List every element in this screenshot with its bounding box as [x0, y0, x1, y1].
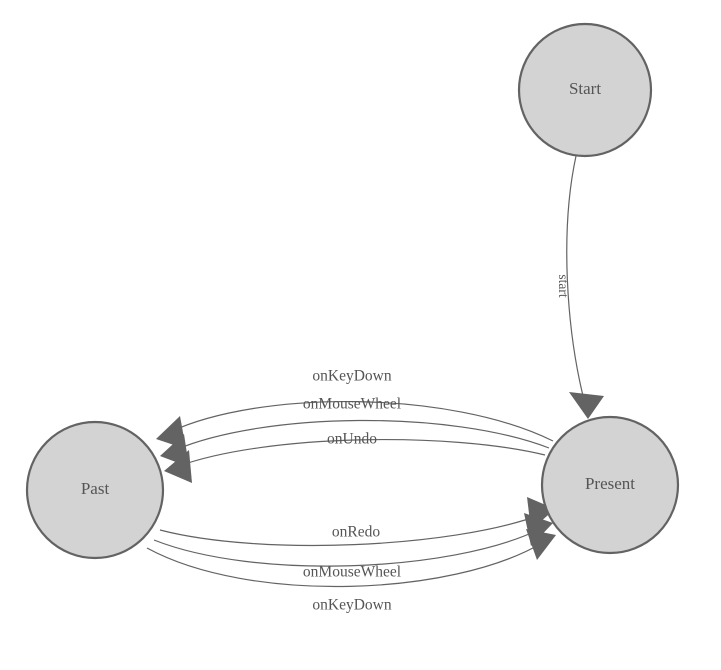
edge-keydown-undo-label: onKeyDown	[312, 368, 391, 385]
edge-keydown-redo[interactable]: onKeyDown	[146, 529, 556, 614]
node-present-circle	[540, 415, 680, 555]
edge-start-label: start	[556, 274, 571, 297]
node-present[interactable]: Present	[540, 415, 680, 555]
edge-start-arrowhead	[569, 392, 604, 419]
edge-keydown-undo-path	[169, 400, 554, 442]
edge-redo[interactable]: onRedo	[159, 497, 555, 547]
node-start[interactable]: Start	[517, 22, 653, 158]
edge-undo-path	[178, 438, 546, 467]
edge-mousewheel-undo-path	[174, 419, 550, 451]
edge-mousewheel-redo-label: onMouseWheel	[303, 564, 401, 581]
edge-keydown-redo-path	[146, 542, 543, 588]
node-present-label: Present	[585, 474, 635, 493]
node-past-label: Past	[81, 479, 110, 498]
node-start-label: Start	[569, 79, 601, 98]
edge-redo-label: onRedo	[332, 524, 380, 541]
edge-undo[interactable]: onUndo	[164, 431, 546, 483]
edge-mousewheel-undo-label: onMouseWheel	[303, 396, 401, 413]
edge-undo-label: onUndo	[327, 431, 377, 448]
edge-redo-path	[159, 514, 541, 547]
node-past[interactable]: Past	[25, 420, 165, 560]
edge-mousewheel-redo-path	[153, 529, 539, 567]
node-past-circle	[25, 420, 165, 560]
edge-mousewheel-undo[interactable]: onMouseWheel	[160, 396, 550, 467]
edge-undo-arrowhead	[164, 450, 192, 483]
edge-start-path	[566, 155, 586, 405]
edge-keydown-redo-label: onKeyDown	[312, 597, 391, 614]
edge-mousewheel-redo[interactable]: onMouseWheel	[153, 513, 553, 581]
edge-start[interactable]: start	[556, 155, 604, 419]
edge-keydown-redo-arrowhead	[526, 529, 556, 560]
node-start-circle	[517, 22, 653, 158]
